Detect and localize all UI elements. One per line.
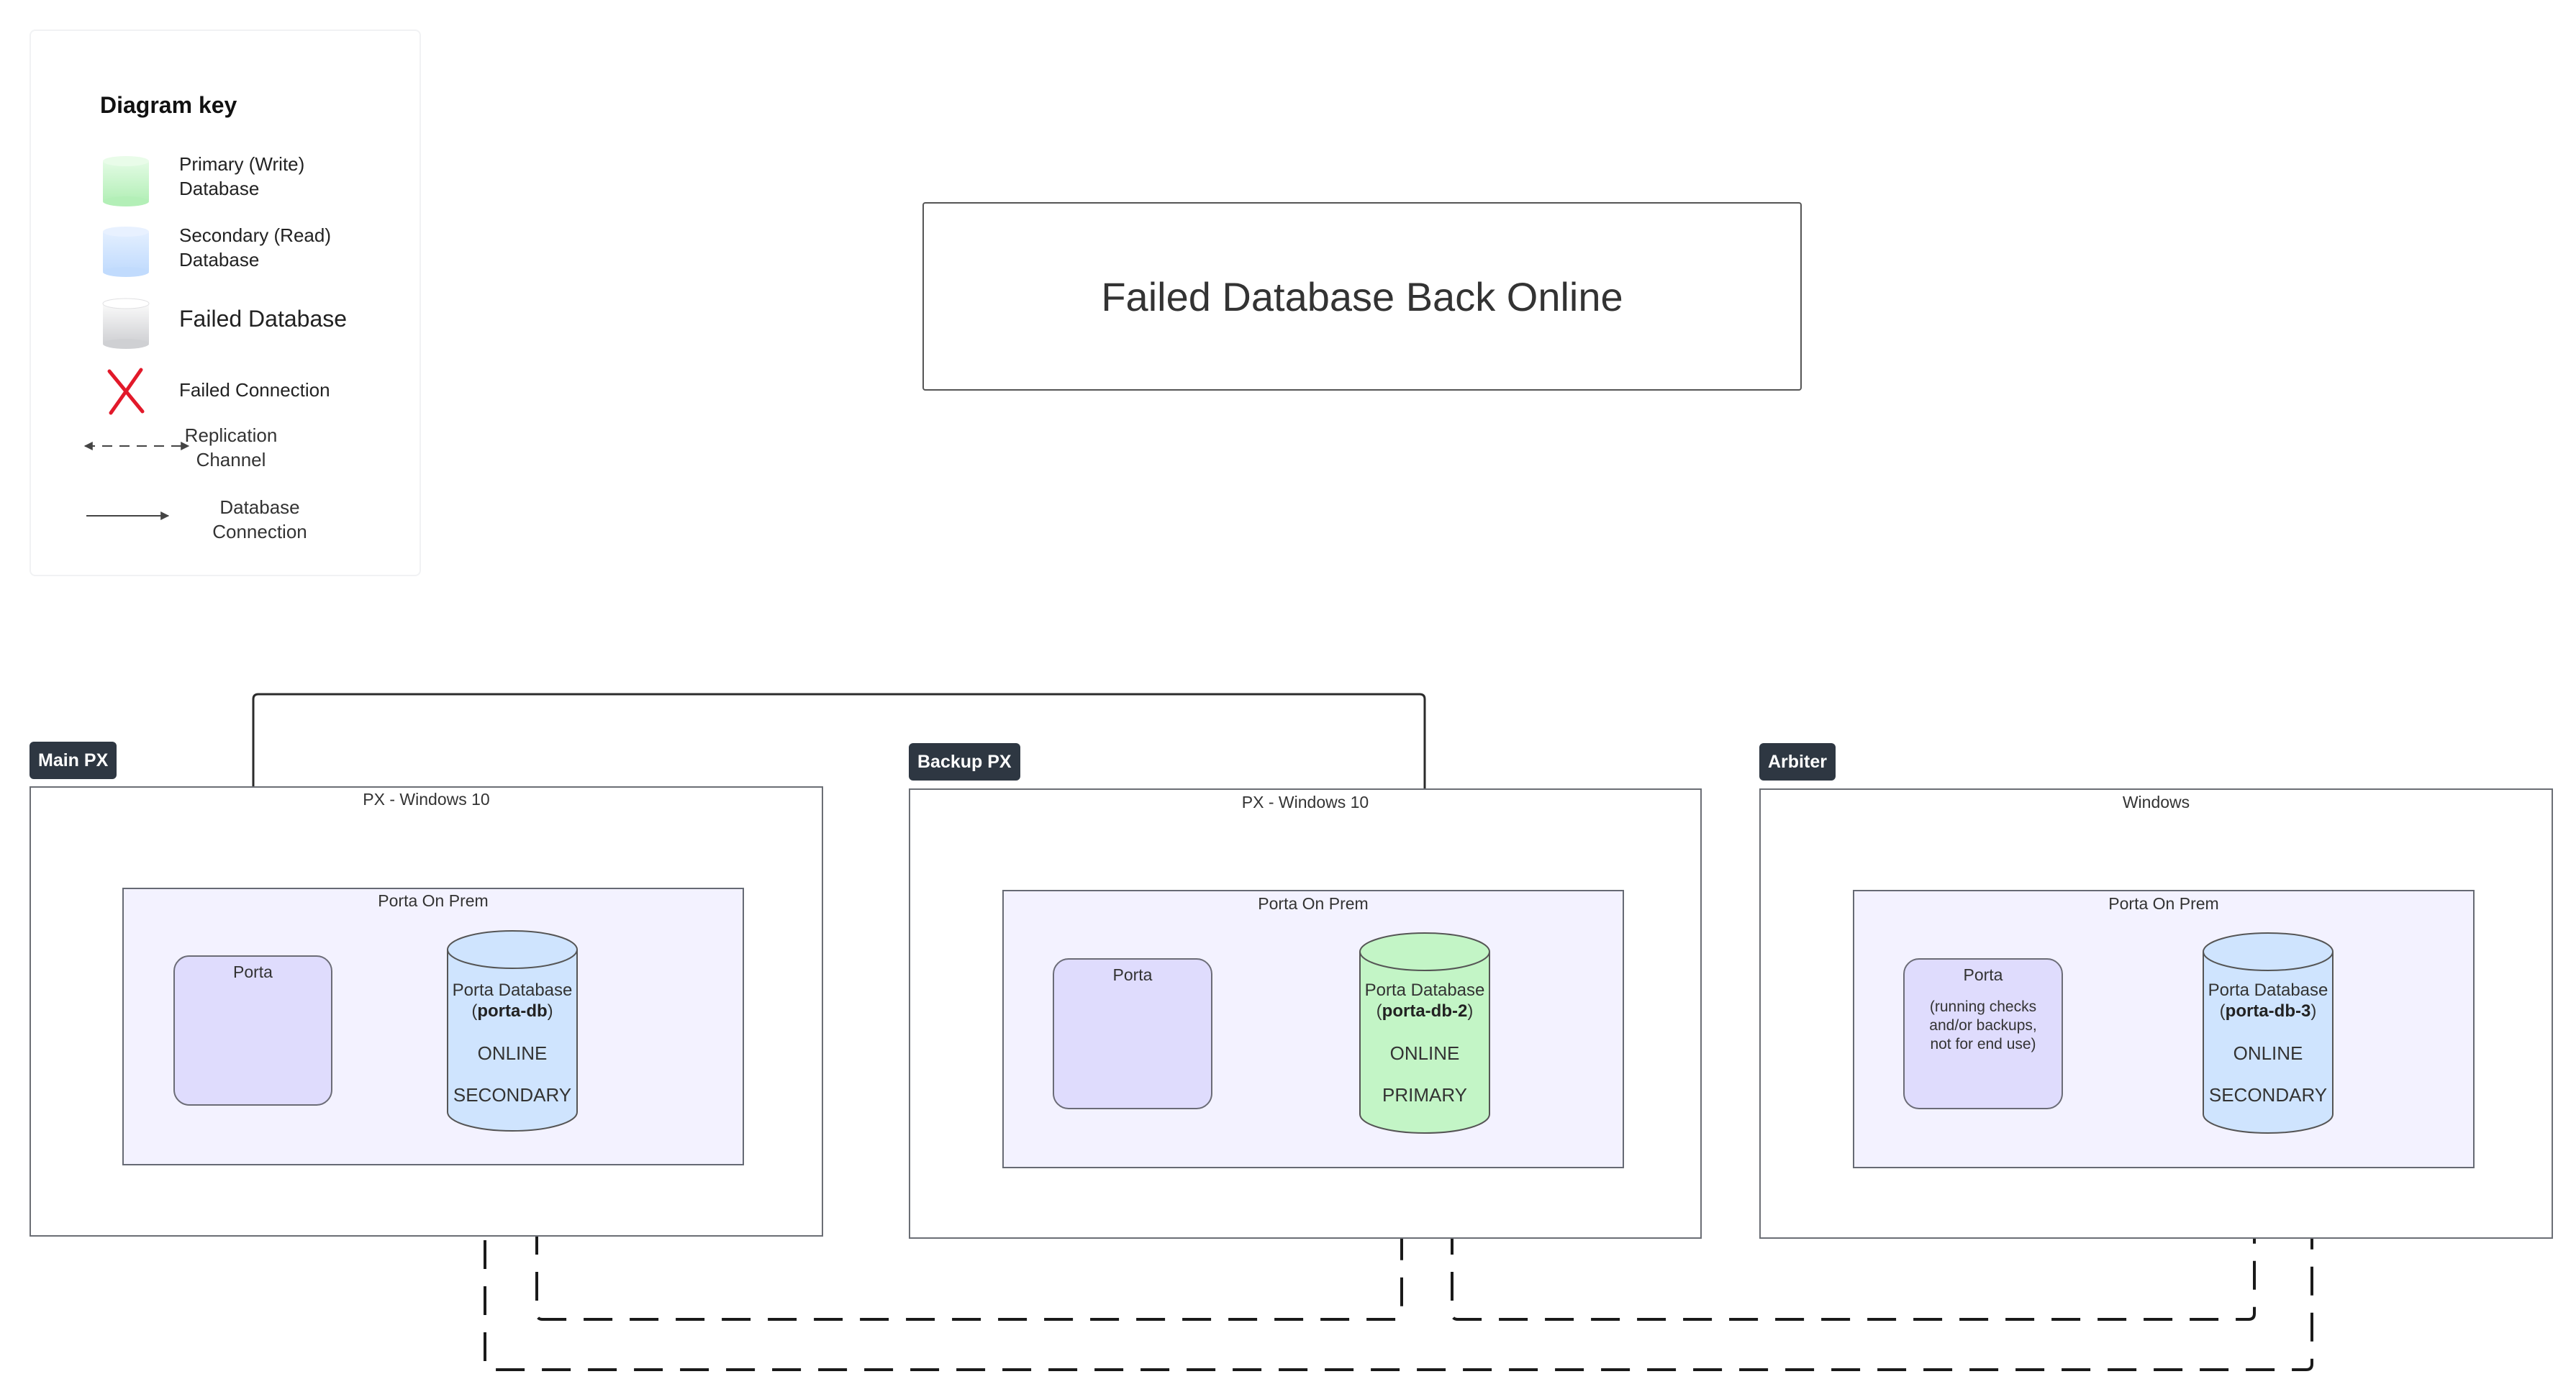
replication-porta-db-to-porta-db-2 [535,1180,1403,1321]
db-title: Porta Database (porta-db) [446,980,579,1022]
db-name: porta-db-2 [1382,1001,1468,1021]
diagram-title-box: Failed Database Back Online [922,202,1802,391]
database-porta-db [447,930,578,1132]
db-name: porta-db-3 [2225,1001,2311,1021]
db-role: SECONDARY [2208,1084,2328,1106]
porta-app-note: (running checks and/or backups, not for … [1929,998,2037,1052]
replication-porta-db-2-to-porta-db-3 [1451,1180,2256,1321]
db-cylinder-body [1359,952,1490,1134]
porta-on-prem-label: Porta On Prem [2108,894,2219,913]
db-status: ONLINE [477,1042,548,1064]
key-database-connection-label: Database Connection [212,496,307,542]
host-os-label: PX - Windows 10 [363,790,490,809]
db-role: PRIMARY [1382,1084,1467,1106]
db-title-line: Porta Database [2208,981,2328,1000]
host-os-label: Windows [2122,793,2190,811]
porta-app-node-arbiter: Porta (running checks and/or backups, no… [1903,958,2063,1109]
key-failed-db-icon [102,298,150,349]
db-cylinder-body [447,950,578,1132]
host-os-label: PX - Windows 10 [1241,793,1369,811]
db-name: porta-db [477,1001,548,1021]
porta-on-prem-container [122,888,744,1165]
key-replication-channel-label: Replication Channel [184,424,278,470]
key-primary-db-label: Primary (Write) Database [179,153,305,199]
connection-main-porta-to-porta-db-2 [252,693,1433,958]
failed-connection-x-icon [107,368,145,415]
db-cylinder-body [2203,952,2334,1134]
db-cylinder-top [447,930,578,969]
porta-app-node: Porta [1053,958,1212,1109]
host-tag-main-px: Main PX [30,742,117,779]
database-porta-db-2 [1359,932,1490,1134]
key-failed-db-label: Failed Database [179,306,348,332]
key-failed-connection-label: Failed Connection [179,379,330,401]
db-title: Porta Database (porta-db-3) [2202,980,2334,1022]
key-secondary-db-icon [103,227,149,277]
diagram-key-panel [30,29,421,576]
db-title-line: Porta Database [1364,981,1485,1000]
db-cylinder-top [1359,932,1490,971]
db-title-line: Porta Database [452,981,573,1000]
porta-app-label: Porta [1963,965,2003,984]
db-title: Porta Database (porta-db-2) [1359,980,1491,1022]
porta-app-label: Porta [233,963,273,981]
database-porta-db-3 [2203,932,2334,1134]
host-tag-arbiter: Arbiter [1759,743,1836,781]
host-tag-backup-px: Backup PX [909,743,1020,781]
porta-app-label: Porta [1112,965,1153,984]
porta-on-prem-label: Porta On Prem [378,891,489,910]
key-secondary-db-label: Secondary (Read) Database [179,224,331,270]
db-cylinder-top [2203,932,2334,971]
db-status: ONLINE [1389,1042,1460,1064]
db-status: ONLINE [2233,1042,2303,1064]
porta-app-node: Porta [173,955,332,1106]
replication-porta-db-to-porta-db-3 [484,1194,2313,1371]
diagram-key-title: Diagram key [100,92,237,118]
diagram-title: Failed Database Back Online [1101,273,1623,319]
porta-on-prem-label: Porta On Prem [1258,894,1369,913]
db-role: SECONDARY [453,1084,572,1106]
key-primary-db-icon [103,156,149,206]
